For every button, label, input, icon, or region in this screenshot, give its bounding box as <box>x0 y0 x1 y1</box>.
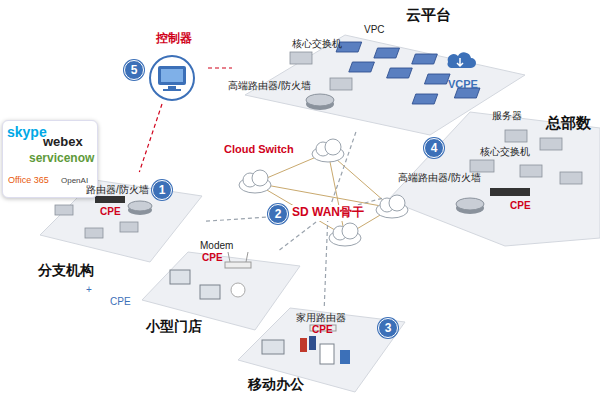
dashed-link <box>331 132 356 205</box>
device-label: 高端路由器/防火墙 <box>398 172 481 184</box>
node-text: 控制器 <box>140 32 208 46</box>
device-label: CPE <box>110 296 131 308</box>
node-text: SD WAN骨干 <box>292 206 364 220</box>
callout-number: 1 <box>152 180 172 200</box>
controller: 控制器 <box>140 32 208 104</box>
callout-number: 3 <box>378 318 398 338</box>
device-label: CPE <box>100 206 121 218</box>
device-label: 核心交换机 <box>292 38 342 50</box>
device-label: + <box>86 284 92 296</box>
node-text: skype <box>7 124 47 140</box>
dashed-link <box>139 104 162 172</box>
region-panels <box>40 35 600 392</box>
device-label: Modem <box>200 240 233 252</box>
node-text: 移动办公 <box>248 376 304 392</box>
device-label: 家用路由器 <box>296 312 346 324</box>
node-text: 云平台 <box>406 6 451 23</box>
node-text: servicenow <box>29 152 94 166</box>
device-label: CPE <box>510 200 531 212</box>
dashed-link <box>208 67 232 68</box>
mobile-devices <box>262 325 350 364</box>
dashed-link <box>357 198 382 205</box>
node-text: webex <box>43 135 83 150</box>
node-text: Cloud Switch <box>224 143 294 156</box>
device-label: 服务器 <box>492 110 522 122</box>
node-text: OpenAI <box>61 176 88 185</box>
store-devices <box>170 252 251 299</box>
cloud-switch-label: Cloud Switch <box>221 142 297 157</box>
device-label: 路由器/防火墙 <box>86 184 149 196</box>
node-text: 总部数 <box>546 114 591 131</box>
node-text: 小型门店 <box>146 318 202 334</box>
controller-icon <box>150 56 194 100</box>
saas-card: skypewebex servicenowOffice 365 OpenAI <box>2 120 98 198</box>
vpc-servers <box>336 42 480 104</box>
device-label: VCPE <box>448 78 478 91</box>
routers <box>95 94 530 215</box>
device-label: VPC <box>364 24 385 36</box>
node-text: Office 365 <box>8 175 49 185</box>
device-label: 高端路由器/防火墙 <box>228 80 311 92</box>
sdwan-backbone-lines <box>255 152 392 236</box>
headquarters-region: 总部数 <box>382 98 600 240</box>
node-text: 分支机构 <box>38 262 94 278</box>
dashed-link <box>324 221 327 306</box>
cloud-platform-region: 云平台 <box>232 4 524 132</box>
sdwan-backbone: SD WAN骨干 <box>289 205 367 221</box>
callout-number: 2 <box>268 204 288 224</box>
switches <box>55 52 582 238</box>
callout-number: 4 <box>424 138 444 158</box>
callout-number: 5 <box>124 60 144 80</box>
store-region: 小型门店 <box>142 250 302 338</box>
device-label: 核心交换机 <box>480 146 530 158</box>
device-label: CPE <box>312 324 333 336</box>
dashed-link <box>280 221 318 250</box>
vcpe-icon <box>447 52 476 68</box>
device-label: CPE <box>202 252 223 264</box>
